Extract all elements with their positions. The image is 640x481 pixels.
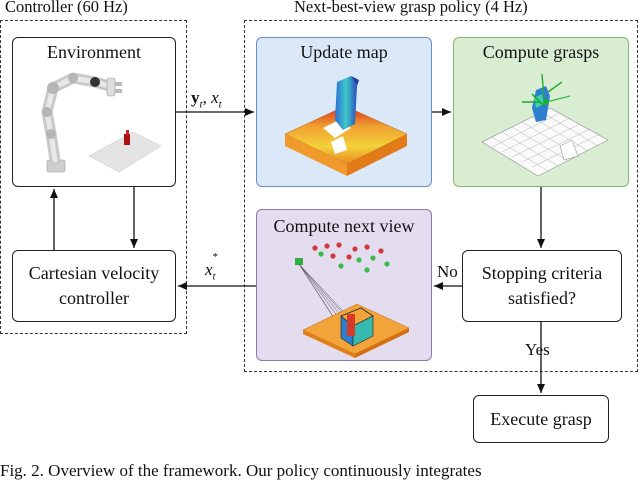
observation-label: yt, xt: [191, 88, 222, 110]
grasp-candidates-illustration: [481, 73, 609, 177]
update-map-label: Update map: [300, 42, 388, 62]
stopping-criteria-line1: Stopping criteria: [481, 263, 603, 283]
execute-grasp-label: Execute grasp: [490, 409, 592, 429]
target-sup: *: [212, 251, 219, 263]
next-view-illustration: [295, 242, 410, 358]
compute-grasps-label: Compute grasps: [482, 42, 600, 62]
policy-group-frame: [244, 20, 638, 372]
target-pose-label: x* t: [205, 251, 218, 283]
environment-label: Environment: [47, 42, 141, 62]
robot-arm-illustration: [41, 72, 162, 173]
stopping-criteria-line2: satisfied?: [508, 288, 576, 308]
obs-sep: ,: [202, 88, 212, 107]
figure-caption: Fig. 2. Overview of the framework. Our p…: [0, 461, 482, 480]
update-map-box: Update map: [256, 37, 432, 187]
obs-y: y: [191, 88, 200, 107]
velocity-controller-line2: controller: [59, 288, 129, 308]
policy-group-title: Next-best-view grasp policy (4 Hz): [294, 0, 528, 16]
compute-next-view-label: Compute next view: [273, 216, 415, 236]
velocity-controller-box: Cartesian velocity controller: [12, 250, 176, 322]
target-sub: t: [212, 270, 216, 283]
velocity-controller-line1: Cartesian velocity: [28, 263, 160, 283]
tsdf-map-illustration: [284, 76, 408, 176]
yes-label: Yes: [525, 340, 550, 359]
target-x: x: [205, 260, 213, 279]
compute-grasps-box: Compute grasps: [453, 37, 629, 187]
environment-box: Environment: [12, 37, 176, 187]
stopping-criteria-box: Stopping criteria satisfied?: [462, 250, 622, 322]
execute-grasp-box: Execute grasp: [473, 395, 609, 443]
no-label: No: [437, 262, 458, 281]
controller-group-title: Controller (60 Hz): [5, 0, 128, 16]
obs-y-sub: t: [199, 98, 203, 111]
obs-x: x: [211, 88, 219, 107]
compute-next-view-box: Compute next view: [256, 209, 432, 361]
controller-group-frame: [0, 20, 187, 334]
obs-x-sub: t: [218, 98, 222, 111]
